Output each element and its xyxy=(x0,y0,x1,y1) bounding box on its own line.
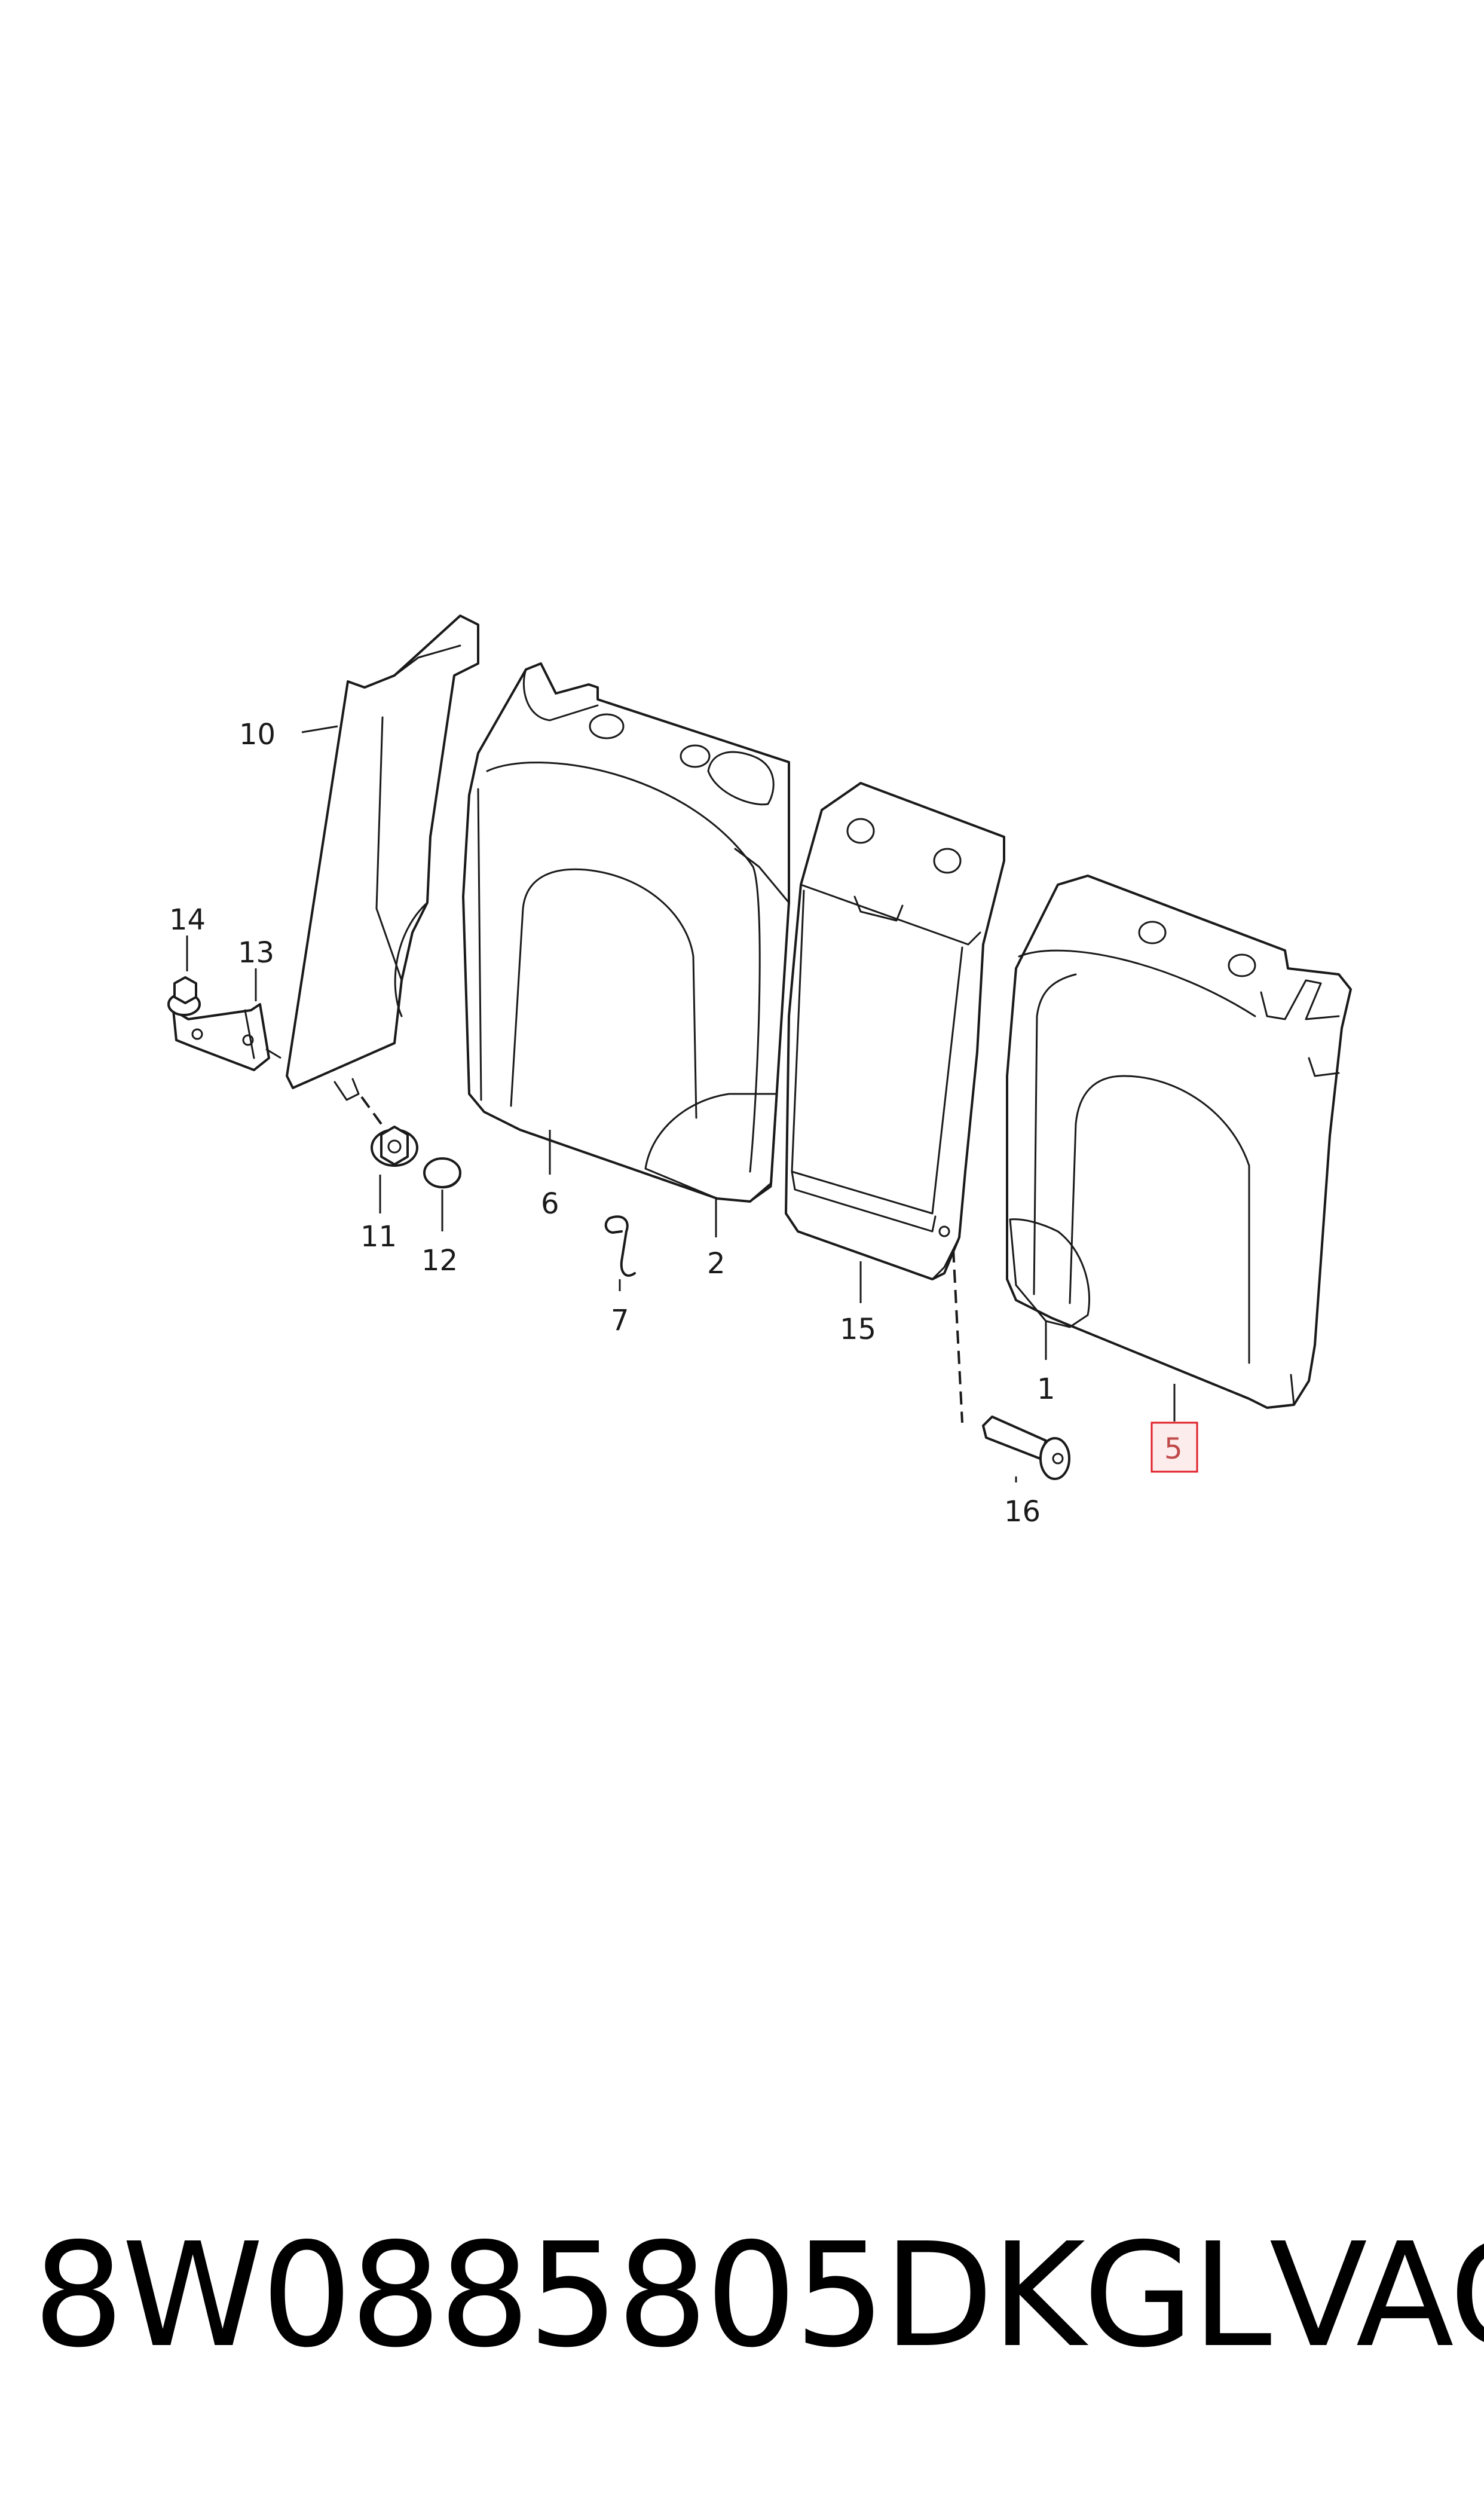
part-5-right-backrest xyxy=(1006,875,1352,1409)
callout-10: 10 xyxy=(239,718,276,751)
part-12-cap xyxy=(423,1157,461,1189)
part-11-nut xyxy=(371,1126,418,1167)
callout-16: 16 xyxy=(1004,1495,1041,1528)
part-1-pad xyxy=(1009,1218,1091,1328)
part-6-left-backrest xyxy=(462,662,790,1203)
callout-11: 11 xyxy=(360,1220,397,1254)
callout-6: 6 xyxy=(541,1187,559,1221)
part-14-nut xyxy=(167,976,201,1016)
callout-15: 15 xyxy=(840,1313,876,1346)
part-13-bracket xyxy=(172,1003,270,1071)
callout-5[interactable]: 5 xyxy=(1164,1432,1183,1466)
callout-7: 7 xyxy=(611,1304,629,1337)
part-number: 8W0885805DKGL xyxy=(33,2212,1272,2379)
callout-2: 2 xyxy=(707,1247,726,1280)
callout-13: 13 xyxy=(238,936,274,970)
part-7-hook xyxy=(604,1215,636,1277)
callout-1: 1 xyxy=(1037,1372,1055,1406)
callout-12: 12 xyxy=(421,1244,458,1277)
highlight-box-5 xyxy=(1151,1421,1198,1473)
callout-14: 14 xyxy=(169,903,206,937)
part-10-side-trim xyxy=(286,615,479,1101)
part-16-bolt xyxy=(982,1416,1070,1480)
part-2-pad xyxy=(644,1093,778,1203)
footer-part-code: 8W0885805DKGL VAG xyxy=(33,2206,1484,2385)
brand-name: VAG xyxy=(1269,2212,1484,2379)
part-15-center-section xyxy=(785,782,1005,1280)
